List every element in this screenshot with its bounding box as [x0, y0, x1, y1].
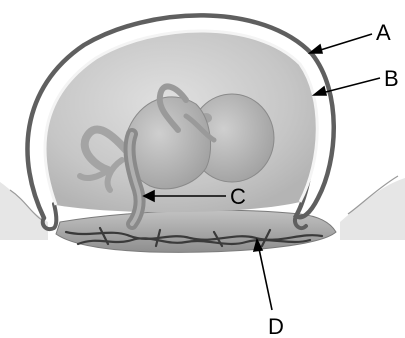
- label-c: C: [230, 184, 246, 209]
- label-a: A: [376, 20, 391, 45]
- label-b: B: [384, 66, 399, 91]
- label-d: D: [268, 314, 284, 338]
- arrow-d: [258, 244, 272, 310]
- arrow-a: [314, 34, 372, 52]
